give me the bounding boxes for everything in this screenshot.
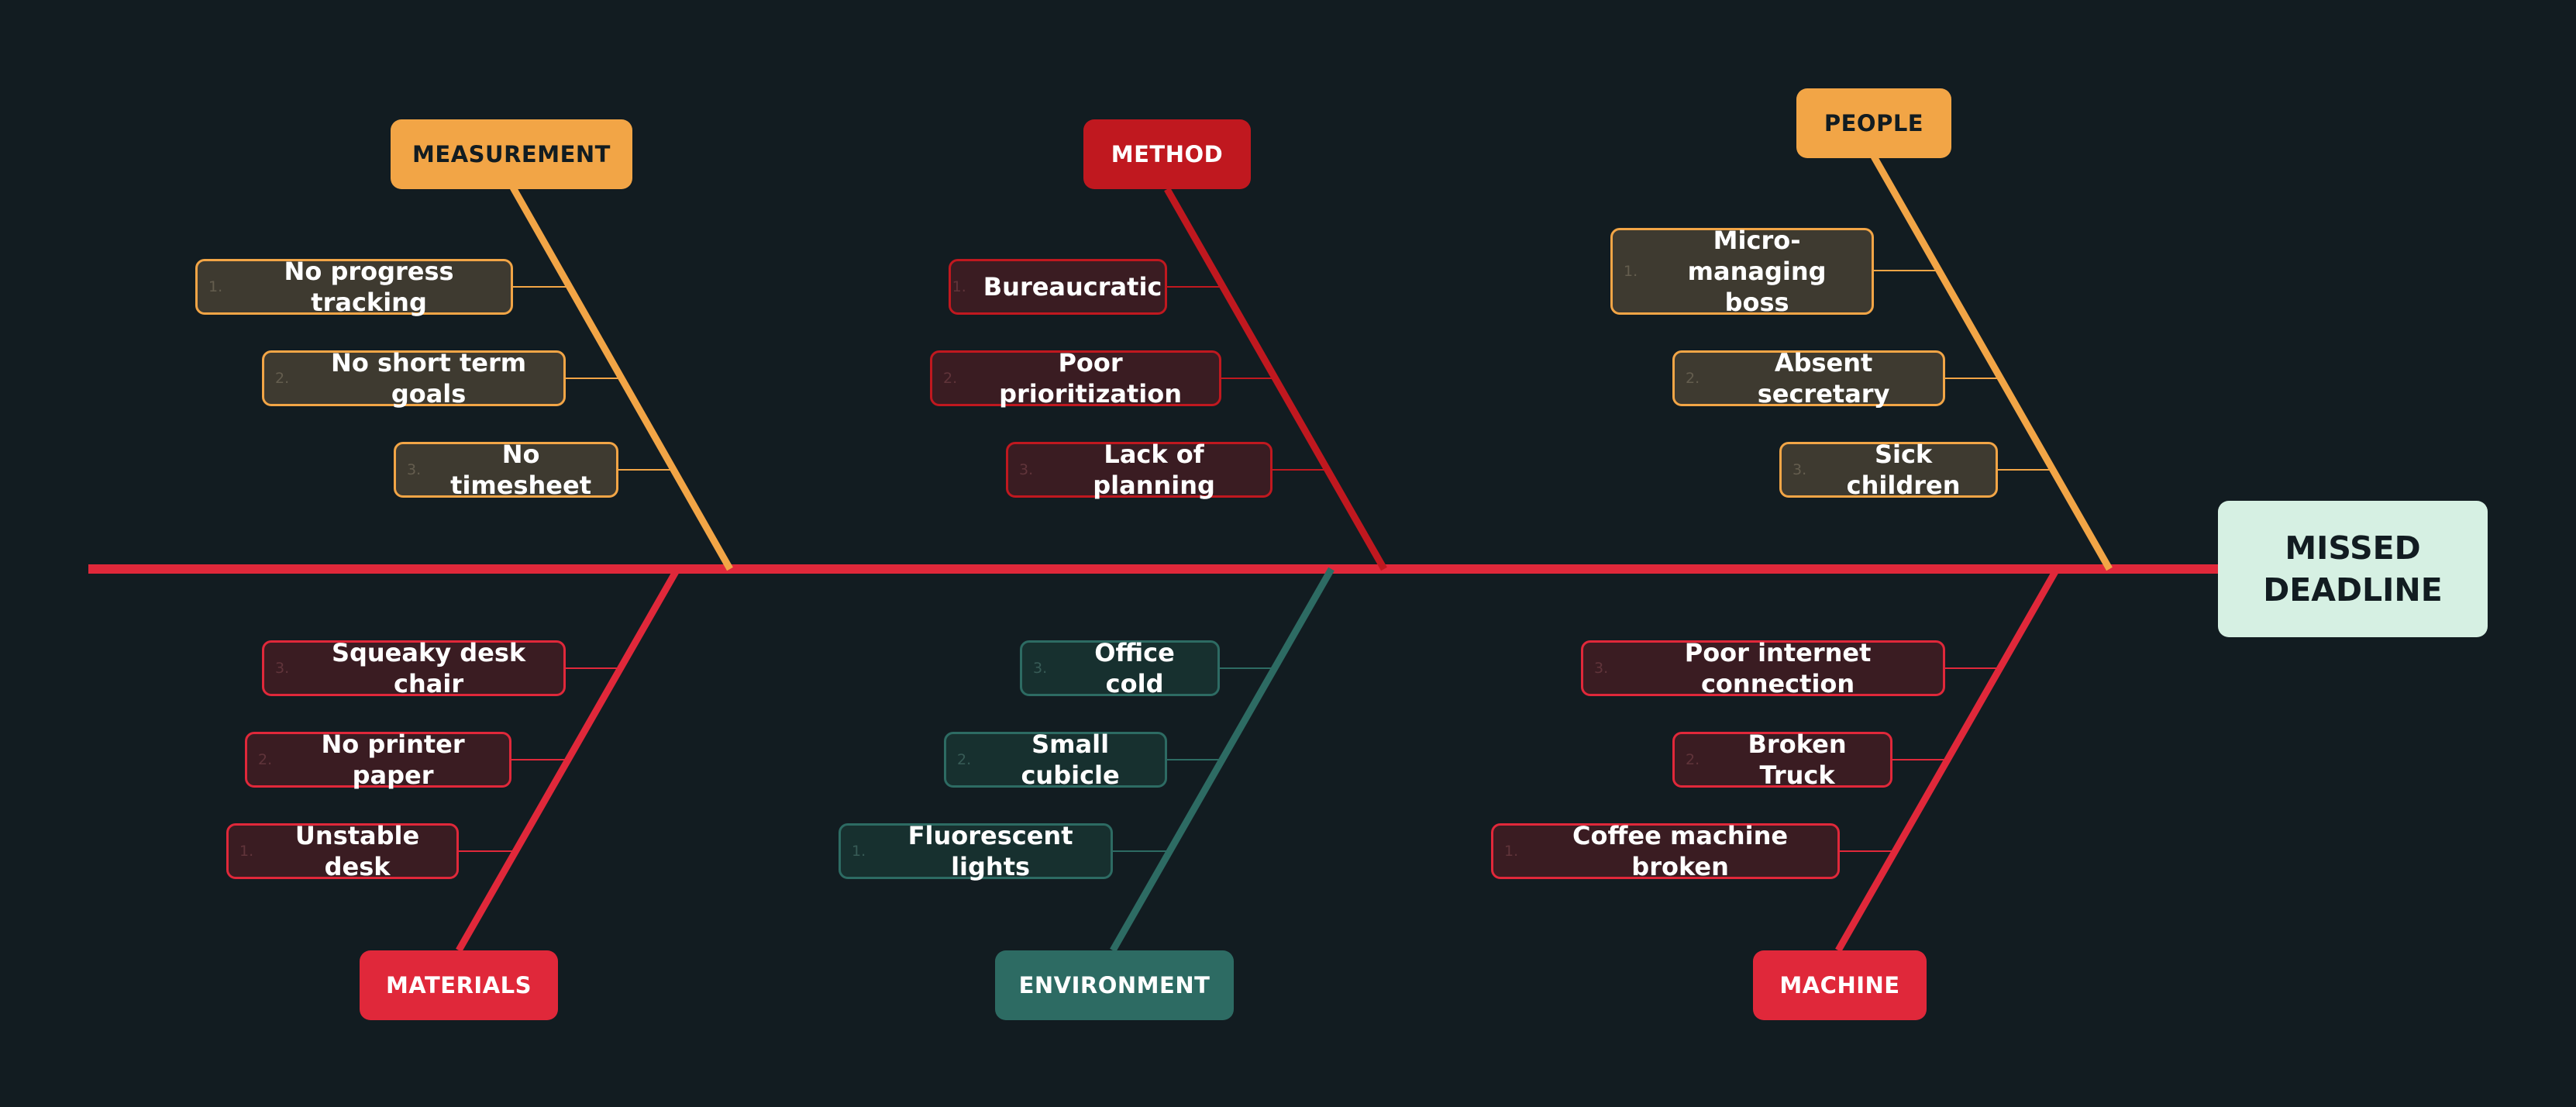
cause-number: 3. bbox=[1793, 461, 1807, 478]
cause-text: Unstable desk bbox=[294, 821, 420, 881]
cause-number: 1. bbox=[852, 843, 866, 860]
cause-number: 2. bbox=[258, 751, 273, 768]
cause-text: Small cubicle bbox=[1021, 729, 1120, 790]
cause-environment-2: 2. Small cubicle bbox=[944, 729, 1167, 790]
cause-number: 3. bbox=[1019, 461, 1034, 478]
cause-people-1: 1. Micro-managing boss bbox=[1610, 226, 1874, 317]
cause-text: Poor internet connection bbox=[1684, 638, 1872, 698]
cause-materials-3: 3. Squeaky desk chair bbox=[262, 638, 566, 698]
category-label-materials: MATERIALS bbox=[360, 950, 558, 1020]
effect-line-2: DEADLINE bbox=[2263, 571, 2443, 609]
cause-text: Micro-managing boss bbox=[1687, 226, 1827, 317]
cause-number: 1. bbox=[1624, 263, 1638, 280]
cause-text: No printer paper bbox=[321, 729, 465, 790]
cause-measurement-3: 3. No timesheet bbox=[394, 440, 618, 500]
cause-text: Coffee machine broken bbox=[1572, 821, 1789, 881]
category-label-people: PEOPLE bbox=[1796, 88, 1951, 158]
cause-method-1: 1. Bureaucratic bbox=[949, 259, 1167, 315]
cause-method-2: 2. Poor prioritization bbox=[930, 348, 1221, 409]
cause-text: Sick children bbox=[1846, 440, 1961, 500]
category-label-method: METHOD bbox=[1083, 119, 1251, 189]
cause-number: 2. bbox=[1686, 751, 1700, 768]
cause-number: 1. bbox=[1504, 843, 1519, 860]
cause-environment-1: 1. Fluorescent lights bbox=[839, 821, 1113, 881]
effect-head: MISSED DEADLINE bbox=[2218, 501, 2488, 637]
category-label-measurement: MEASUREMENT bbox=[391, 119, 632, 189]
cause-text: Bureaucratic bbox=[983, 272, 1162, 302]
effect-line-1: MISSED bbox=[2285, 529, 2421, 567]
cause-number: 2. bbox=[1686, 370, 1700, 387]
cause-machine-3: 3. Poor internet connection bbox=[1581, 638, 1945, 698]
cause-machine-2: 2. Broken Truck bbox=[1672, 729, 1892, 790]
cause-people-2: 2. Absent secretary bbox=[1672, 348, 1945, 409]
cause-text: Lack of planning bbox=[1093, 440, 1215, 500]
cause-measurement-2: 2. No short term goals bbox=[262, 348, 566, 409]
cause-number: 1. bbox=[952, 278, 966, 295]
cause-number: 3. bbox=[407, 461, 422, 478]
cause-text: No timesheet bbox=[450, 440, 591, 500]
cause-number: 1. bbox=[239, 843, 254, 860]
cause-environment-3: 3. Office cold bbox=[1020, 638, 1220, 698]
bone-measurement bbox=[510, 185, 733, 571]
cause-text: No short term goals bbox=[331, 348, 527, 409]
cause-text: Absent secretary bbox=[1757, 348, 1890, 409]
cause-number: 2. bbox=[943, 370, 958, 387]
cause-text: Office cold bbox=[1094, 638, 1175, 698]
category-label-machine: MACHINE bbox=[1753, 950, 1927, 1020]
cause-materials-2: 2. No printer paper bbox=[245, 729, 511, 790]
cause-text: Fluorescent lights bbox=[907, 821, 1073, 881]
cause-machine-1: 1. Coffee machine broken bbox=[1491, 821, 1840, 881]
cause-number: 2. bbox=[275, 370, 290, 387]
cause-number: 3. bbox=[1033, 660, 1048, 677]
bone-method bbox=[1164, 187, 1387, 571]
cause-text: Poor prioritization bbox=[999, 348, 1183, 409]
cause-method-3: 3. Lack of planning bbox=[1006, 440, 1273, 500]
cause-people-3: 3. Sick children bbox=[1779, 440, 1998, 500]
cause-text: Squeaky desk chair bbox=[331, 638, 526, 698]
cause-measurement-1: 1. No progress tracking bbox=[195, 257, 513, 317]
category-label-environment: ENVIRONMENT bbox=[995, 950, 1234, 1020]
cause-number: 2. bbox=[957, 751, 972, 768]
cause-number: 1. bbox=[208, 278, 223, 295]
bone-people bbox=[1871, 154, 2113, 571]
cause-number: 3. bbox=[1594, 660, 1609, 677]
cause-text: No progress tracking bbox=[284, 257, 454, 317]
cause-materials-1: 1. Unstable desk bbox=[226, 821, 459, 881]
cause-number: 3. bbox=[275, 660, 290, 677]
cause-text: Broken Truck bbox=[1748, 729, 1847, 790]
